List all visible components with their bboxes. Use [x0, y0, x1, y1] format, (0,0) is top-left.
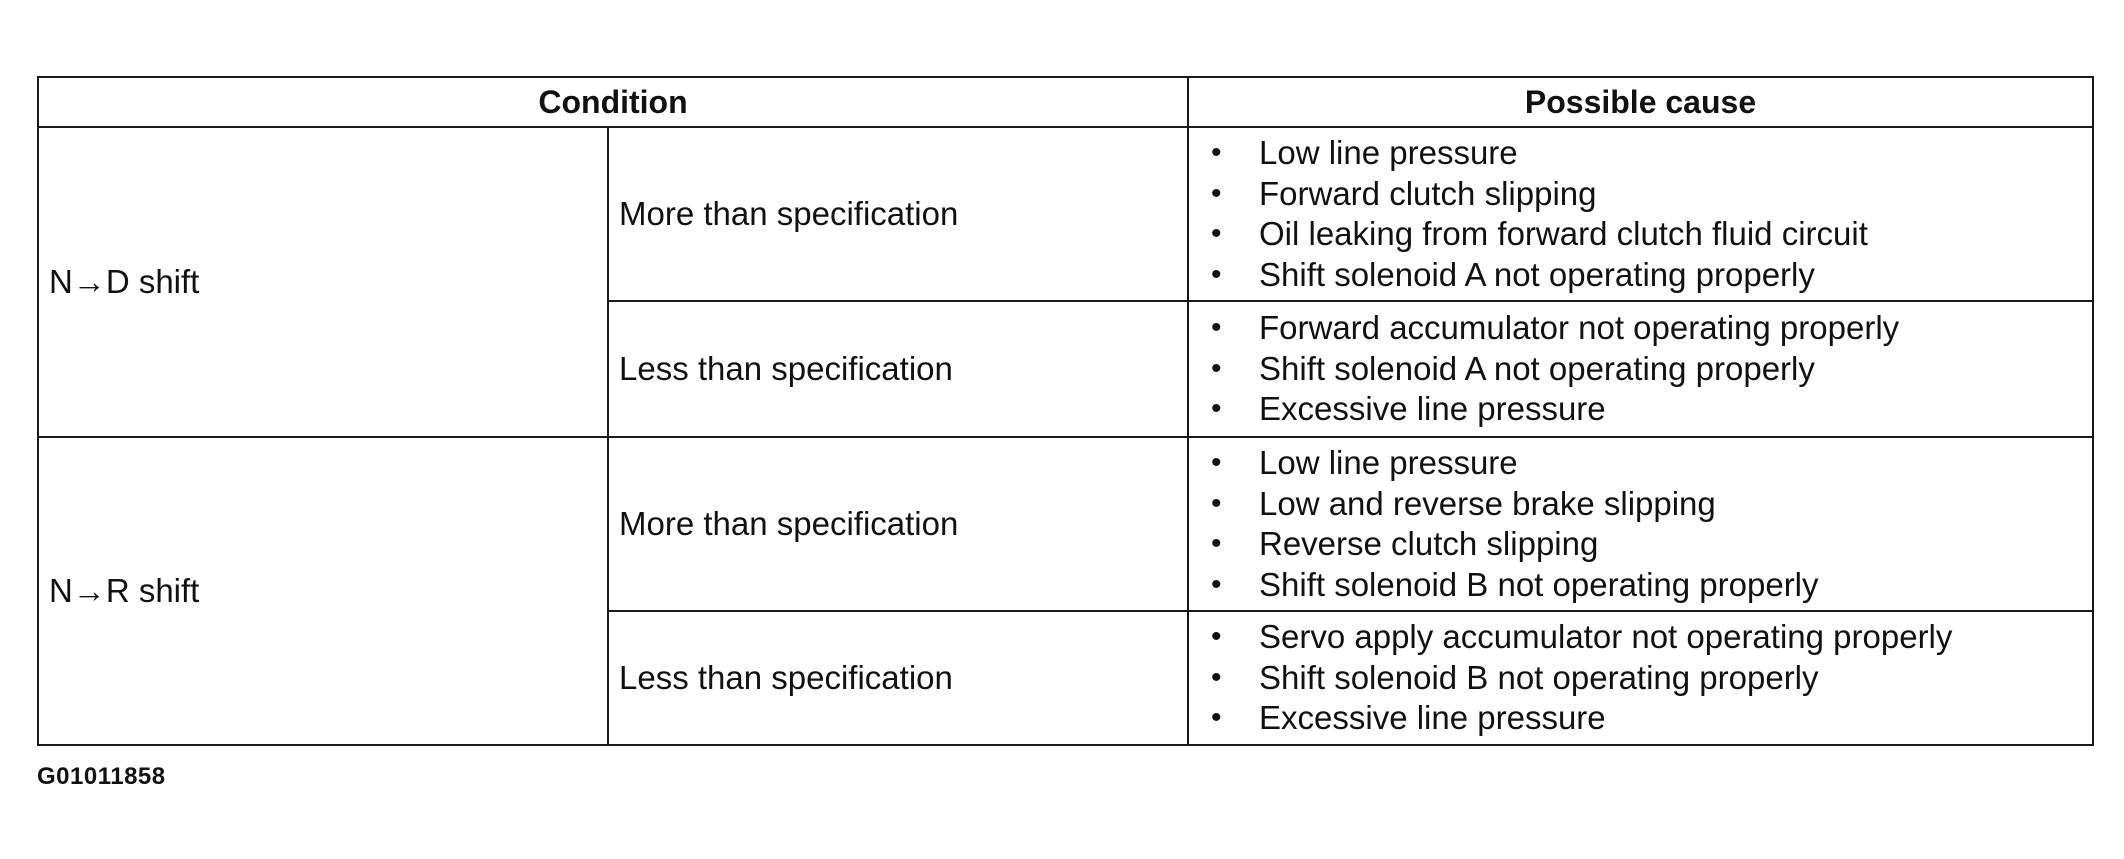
- cause-item: Servo apply accumulator not operating pr…: [1211, 617, 2092, 658]
- table-row: Less than specification Forward accumula…: [38, 300, 2094, 438]
- cause-cell: Forward accumulator not operating proper…: [1187, 300, 2094, 438]
- cause-cell: Low line pressure Forward clutch slippin…: [1187, 126, 2094, 302]
- condition-nd-shift: N→D shift: [37, 126, 609, 438]
- cause-item: Oil leaking from forward clutch fluid ci…: [1211, 214, 2092, 255]
- condition-cause-table: Condition Possible cause N→D shift More …: [37, 76, 2094, 746]
- cause-list: Servo apply accumulator not operating pr…: [1189, 617, 2092, 739]
- cause-list: Low line pressure Low and reverse brake …: [1189, 443, 2092, 605]
- cause-item: Low line pressure: [1211, 133, 2092, 174]
- cause-item: Shift solenoid B not operating properly: [1211, 658, 2092, 699]
- table-row: N→R shift More than specification Low li…: [37, 436, 2094, 746]
- sub-condition-less: Less than specification: [607, 300, 1189, 438]
- header-condition: Condition: [37, 76, 1189, 128]
- cause-item: Shift solenoid A not operating properly: [1211, 255, 2092, 296]
- cause-cell: Low line pressure Low and reverse brake …: [1187, 436, 2094, 612]
- condition-cause-table-container: Condition Possible cause N→D shift More …: [37, 76, 2094, 746]
- cause-item: Excessive line pressure: [1211, 389, 2092, 430]
- cause-item: Reverse clutch slipping: [1211, 524, 2092, 565]
- cause-list: Low line pressure Forward clutch slippin…: [1189, 133, 2092, 295]
- cause-item: Shift solenoid A not operating properly: [1211, 349, 2092, 390]
- condition-nr-shift: N→R shift: [37, 436, 609, 746]
- table-row: Less than specification Servo apply accu…: [38, 610, 2094, 746]
- header-possible-cause: Possible cause: [1187, 76, 2094, 128]
- cause-cell: Servo apply accumulator not operating pr…: [1187, 610, 2094, 746]
- cause-item: Forward accumulator not operating proper…: [1211, 308, 2092, 349]
- cause-item: Forward clutch slipping: [1211, 174, 2092, 215]
- cause-item: Excessive line pressure: [1211, 698, 2092, 739]
- sub-condition-more: More than specification: [607, 436, 1189, 612]
- cause-item: Low line pressure: [1211, 443, 2092, 484]
- figure-id: G01011858: [37, 763, 166, 790]
- sub-condition-more: More than specification: [607, 126, 1189, 302]
- sub-condition-less: Less than specification: [607, 610, 1189, 746]
- cause-list: Forward accumulator not operating proper…: [1189, 308, 2092, 430]
- table-row: N→D shift More than specification Low li…: [37, 126, 2094, 438]
- cause-item: Low and reverse brake slipping: [1211, 484, 2092, 525]
- table-header-row: Condition Possible cause: [37, 76, 2094, 128]
- cause-item: Shift solenoid B not operating properly: [1211, 565, 2092, 606]
